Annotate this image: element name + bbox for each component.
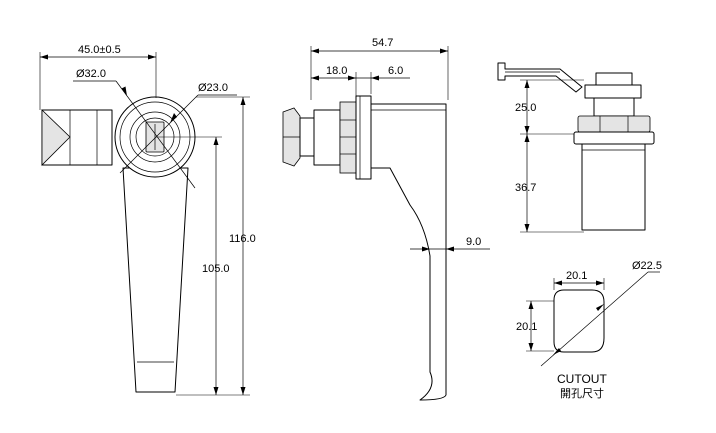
front-view: 45.0±0.5 Ø32.0 Ø23.0 116.0 105.0 [39, 44, 256, 396]
dim-inner-diameter: Ø23.0 [198, 82, 228, 94]
rear-cam-washer [584, 84, 642, 99]
cutout-diameter: Ø22.5 [632, 260, 662, 272]
dim-flange-depth: 6.0 [388, 65, 403, 77]
cutout-caption-cn: 開孔尺寸 [560, 386, 604, 400]
rear-shaft [593, 97, 635, 117]
front-lever-arm [122, 167, 189, 393]
dim-housing-height: 36.7 [515, 182, 536, 194]
rear-view: 25.0 36.7 [497, 62, 655, 233]
rear-housing [581, 143, 646, 231]
rear-cam-block [595, 72, 633, 86]
dim-overall-depth: 54.7 [372, 37, 393, 49]
dim-lever-length: 105.0 [202, 263, 230, 275]
side-lever-profile [370, 103, 447, 401]
cutout-height: 20.1 [516, 321, 537, 333]
rear-nut [577, 115, 651, 133]
side-flange [355, 95, 372, 180]
dim-tip-offset: 9.0 [466, 236, 481, 248]
dim-outer-diameter: Ø32.0 [76, 68, 106, 80]
cutout-view: Ø22.5 20.1 20.1 CUTOUT 開孔尺寸 [516, 260, 662, 400]
side-body [313, 109, 341, 166]
side-nut [339, 101, 357, 174]
dim-overall-length: 116.0 [229, 233, 256, 245]
dim-body-depth: 18.0 [326, 65, 347, 77]
cutout-caption-en: CUTOUT [557, 372, 607, 386]
front-handle-nose [41, 109, 71, 166]
rear-cam-arm [497, 62, 583, 93]
dim-handle-width: 45.0±0.5 [78, 44, 121, 56]
rear-flange [573, 131, 655, 145]
side-shaft [299, 117, 315, 157]
cutout-width: 20.1 [566, 270, 587, 282]
cutout-shape [553, 289, 605, 353]
dim-cam-height: 25.0 [515, 102, 536, 114]
side-view: 54.7 18.0 6.0 9.0 [282, 37, 490, 401]
